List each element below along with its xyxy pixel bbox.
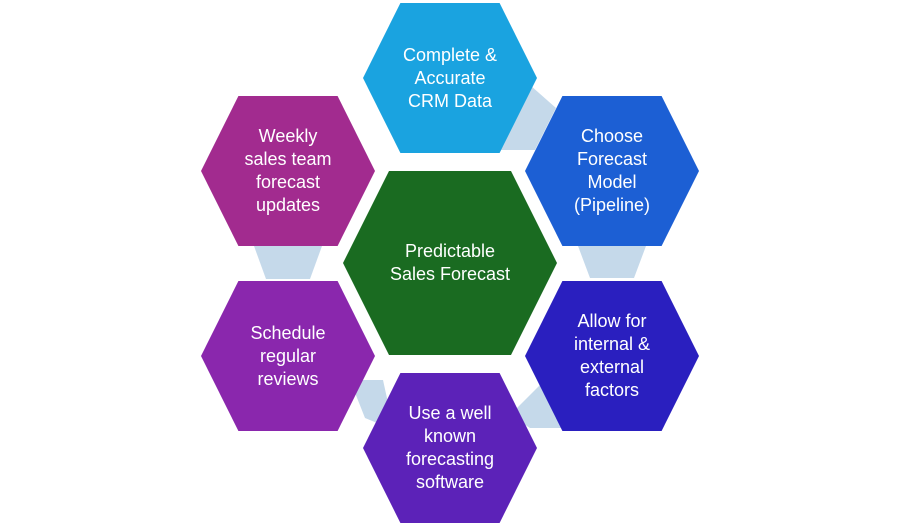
center-hexagon (343, 171, 557, 355)
node-model-hexagon (525, 96, 699, 246)
node-software-hexagon (363, 373, 537, 523)
connector-2 (578, 246, 646, 278)
connector-3 (510, 380, 566, 428)
connector-1 (500, 78, 556, 150)
node-crm-data-hexagon (363, 3, 537, 153)
node-factors-hexagon (525, 281, 699, 431)
hexagon-layer (201, 3, 699, 523)
node-reviews-hexagon (201, 281, 375, 431)
connector-5 (254, 246, 322, 279)
node-weekly-hexagon (201, 96, 375, 246)
